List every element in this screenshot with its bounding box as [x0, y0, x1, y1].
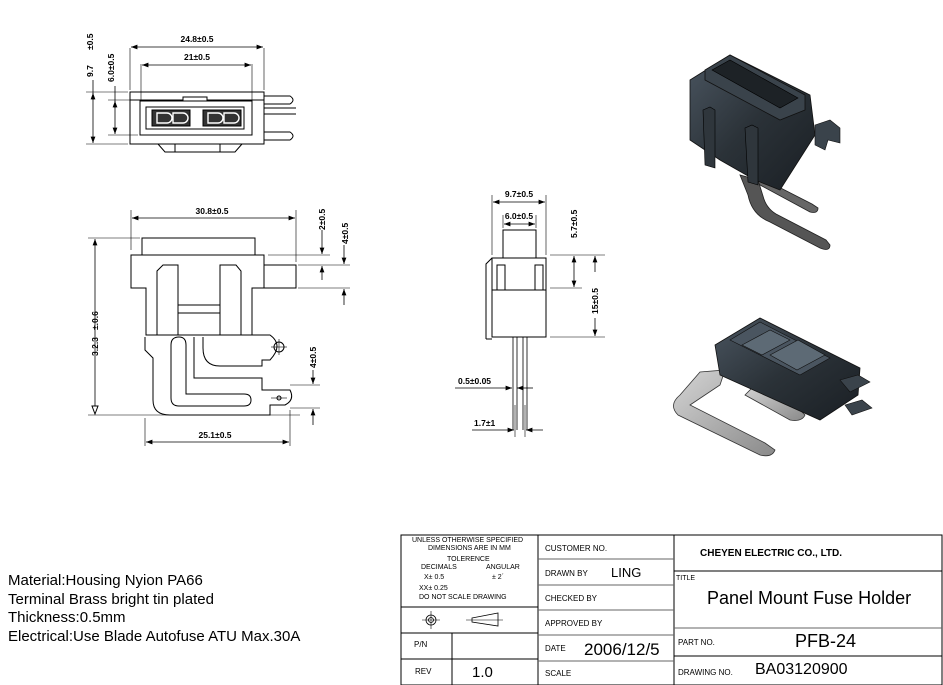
scale-label: SCALE: [545, 669, 572, 678]
dim-terminal-span: 25.1±0.5: [198, 430, 231, 440]
material-notes: Material:Housing Nyion PA66 Terminal Bra…: [8, 572, 300, 646]
front-slot: [145, 106, 245, 130]
tolerance-line2: DIMENSIONS ARE IN MM: [428, 545, 511, 552]
dim-front-inner-height: 6.0±0.5: [106, 53, 116, 82]
dim-end-thickness: 0.5±0.05: [458, 376, 491, 386]
dim-end-body-height: 15±0.5: [590, 288, 600, 314]
checked-label: CHECKED BY: [545, 594, 598, 603]
side-housing: [130, 254, 265, 336]
front-top-step: [130, 96, 264, 101]
tolerance-line1: UNLESS OTHERWISE SPECIFIED: [412, 537, 524, 544]
company-name: CHEYEN ELECTRIC CO., LTD.: [700, 548, 843, 559]
side-crossbar: [177, 304, 221, 314]
dim-end-top-width: 6.0±0.5: [505, 211, 534, 221]
end-body: [491, 257, 547, 338]
fuse-slot-left: [151, 109, 191, 127]
drawing-no-label: DRAWING NO.: [678, 668, 733, 677]
part-no-label: PART NO.: [678, 638, 715, 647]
dim-side-step-a: 2±0.5: [317, 209, 327, 230]
end-view: [455, 195, 605, 437]
note-material: Material:Housing Nyion PA66: [8, 572, 203, 589]
dim-front-height: 9.7: [85, 65, 95, 77]
dim-end-terminal-gap: 1.7±1: [474, 418, 495, 428]
dim-side-step-b: 4±0.5: [340, 223, 350, 244]
date-value: 2006/12/5: [584, 640, 660, 659]
note-thickness: Thickness:0.5mm: [8, 609, 126, 626]
dim-end-top-height: 5.7±0.5: [569, 209, 579, 238]
dim-front-inner-width: 21±0.5: [184, 52, 210, 62]
approved-label: APPROVED BY: [545, 619, 603, 628]
drawn-label: DRAWN BY: [545, 569, 588, 578]
3d-view-lying: [673, 317, 873, 457]
front-bottom-foot: [157, 143, 243, 153]
rev-value: 1.0: [472, 664, 493, 681]
drawn-value: LING: [611, 565, 642, 580]
terminal-upper: [202, 334, 278, 367]
tolerance-line3: TOLERENCE: [447, 556, 490, 563]
fuse-slot-right: [202, 109, 242, 127]
dim-side-height: 3.2.3: [90, 337, 100, 356]
drawing-no-value: BA03120900: [755, 661, 848, 678]
title-block-grid: [400, 534, 943, 685]
3d-terminal-lower: [739, 174, 831, 250]
dim-terminal-pitch: 4±0.5: [308, 347, 318, 368]
projection-cone-icon: [471, 612, 499, 627]
customer-label: CUSTOMER NO.: [545, 544, 608, 553]
dim-side-height-tol: ±.0.6: [90, 311, 100, 330]
side-view: [88, 210, 350, 446]
x-tolerance: X± 0.5: [424, 574, 445, 581]
front-opening: [139, 100, 253, 136]
terminal-outer: [144, 337, 293, 416]
rev-label: REV: [415, 667, 432, 676]
dim-front-height-tol: ±0.5: [85, 33, 95, 50]
angular-tolerance: ± 2´: [492, 574, 505, 581]
part-no-value: PFB-24: [795, 631, 857, 651]
side-ribs: [156, 264, 242, 335]
fuse-contacts-right: [207, 112, 240, 124]
3d-view-upright: [689, 54, 841, 250]
xx-tolerance: XX± 0.25: [419, 585, 448, 592]
terminal-slot: [170, 336, 252, 407]
front-view: [86, 44, 296, 153]
note-electrical: Electrical:Use Blade Autofuse ATU Max.30…: [8, 627, 301, 645]
side-tab: [264, 264, 297, 289]
dim-side-width: 30.8±0.5: [195, 206, 228, 216]
decimals-label: DECIMALS: [421, 564, 457, 571]
3d-terminal-plate-1: [673, 369, 776, 457]
drawing-title: Panel Mount Fuse Holder: [707, 588, 912, 608]
end-window-right: [534, 264, 544, 291]
pn-label: P/N: [414, 640, 428, 649]
no-scale-note: DO NOT SCALE DRAWING: [419, 594, 507, 601]
side-top-cap: [141, 237, 256, 256]
fuse-contacts-left: [156, 112, 189, 124]
title-label: TITLE: [676, 575, 696, 582]
end-terminals: [512, 337, 528, 430]
end-window-left: [496, 264, 506, 291]
date-label: DATE: [545, 644, 566, 653]
angular-label: ANGULAR: [486, 564, 520, 571]
front-terminals: [264, 95, 296, 141]
note-terminal: Terminal Brass bright tin plated: [8, 590, 214, 608]
dim-end-width: 9.7±0.5: [505, 189, 534, 199]
dim-front-width: 24.8±0.5: [180, 34, 213, 44]
front-housing-outline: [129, 91, 265, 145]
end-top: [502, 229, 537, 259]
